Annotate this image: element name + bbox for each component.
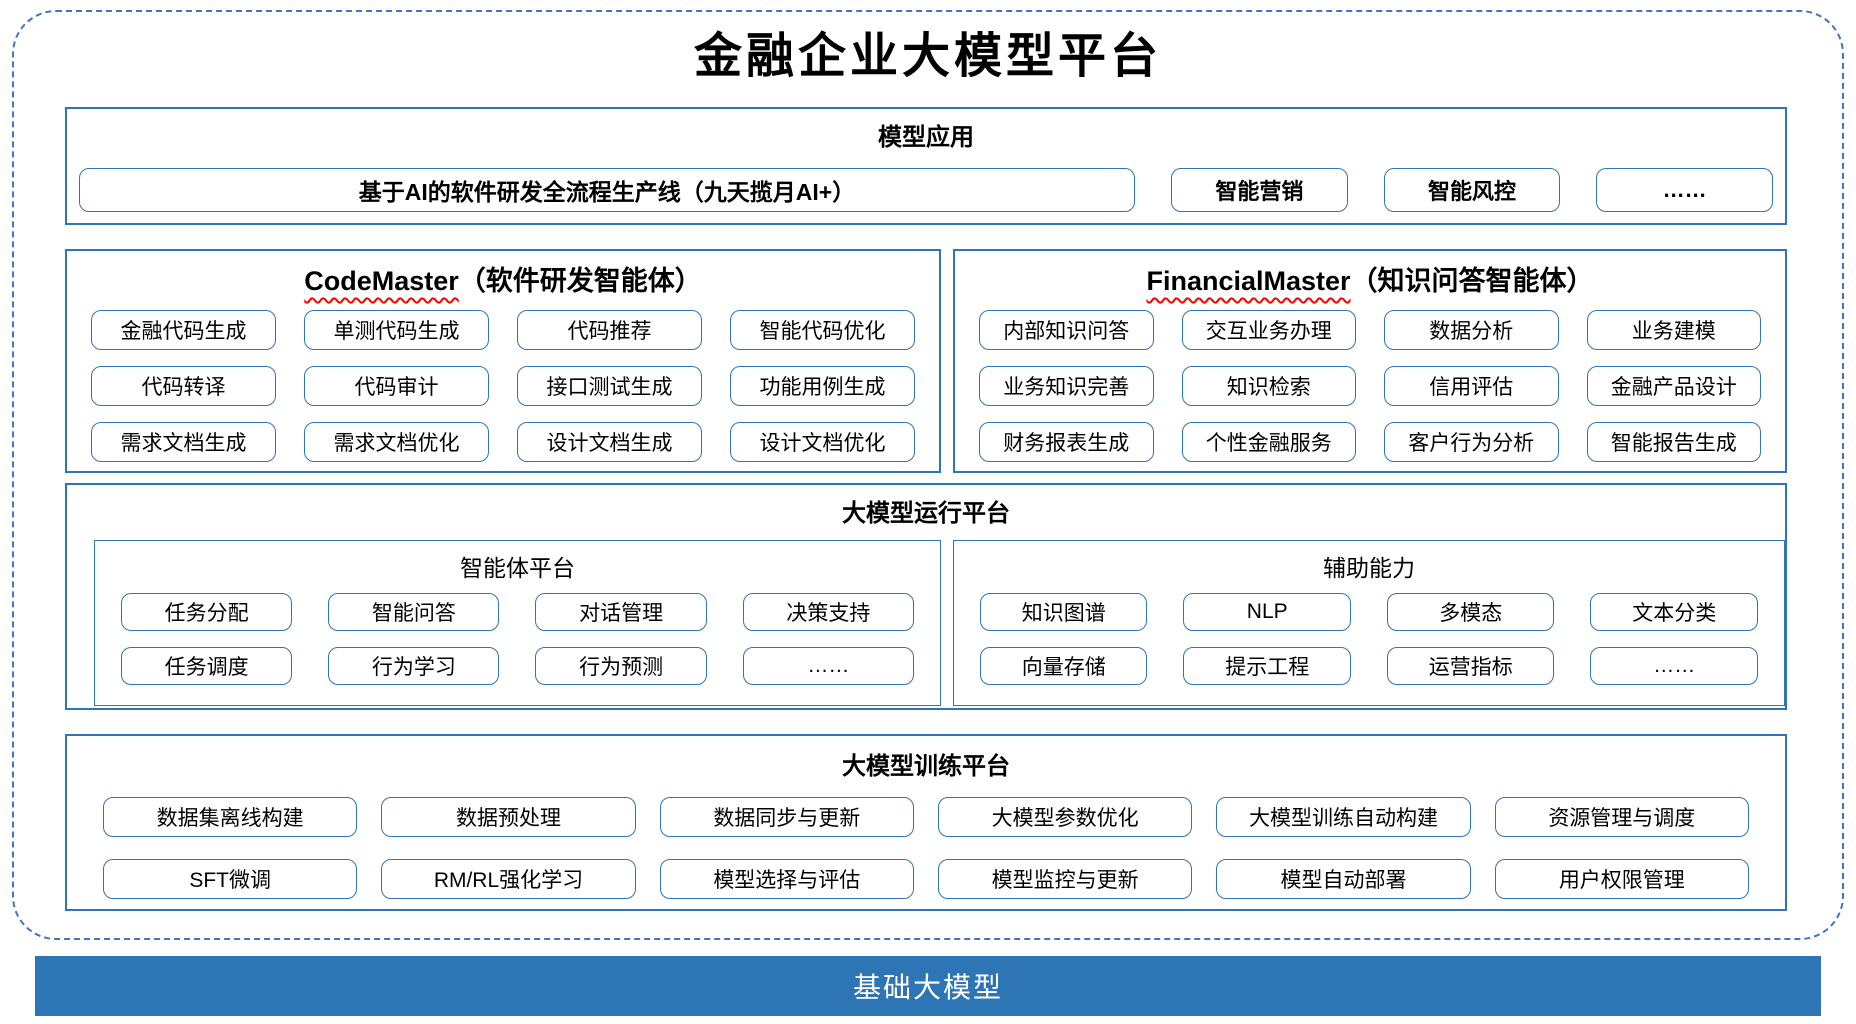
- financialmaster-feature-box: 知识检索: [1181, 366, 1356, 406]
- agent-platform-title: 智能体平台: [459, 555, 575, 581]
- financialmaster-grid: 内部知识问答交互业务办理数据分析业务建模业务知识完善知识检索信用评估金融产品设计…: [955, 310, 1785, 462]
- section-runtime-platform: 大模型运行平台 智能体平台 任务分配智能问答对话管理决策支持任务调度行为学习行为…: [65, 483, 1787, 710]
- financialmaster-feature-box: 客户行为分析: [1384, 422, 1559, 462]
- training-feature-box: 大模型参数优化: [937, 797, 1193, 837]
- agent-platform-feature-box: 行为预测: [535, 647, 707, 685]
- training-feature-box: 用户权限管理: [1494, 859, 1749, 899]
- codemaster-feature-box: 需求文档生成: [91, 422, 276, 462]
- training-feature-box: 模型自动部署: [1216, 859, 1471, 899]
- agent-platform-feature-box: 决策支持: [742, 593, 914, 631]
- training-feature-box: 模型监控与更新: [937, 859, 1193, 899]
- codemaster-title-en: CodeMaster: [304, 266, 459, 296]
- auxiliary-feature-box: 知识图谱: [979, 593, 1148, 631]
- training-feature-box: SFT微调: [103, 859, 358, 899]
- codemaster-feature-box: 设计文档生成: [517, 422, 702, 462]
- auxiliary-feature-box: 提示工程: [1183, 647, 1351, 685]
- section-codemaster: CodeMaster（软件研发智能体） 金融代码生成单测代码生成代码推荐智能代码…: [65, 249, 941, 473]
- financialmaster-feature-box: 业务建模: [1586, 310, 1761, 350]
- agents-row: CodeMaster（软件研发智能体） 金融代码生成单测代码生成代码推荐智能代码…: [65, 249, 1787, 473]
- codemaster-feature-box: 设计文档优化: [730, 422, 915, 462]
- auxiliary-feature-box: 运营指标: [1386, 647, 1555, 685]
- financialmaster-feature-box: 业务知识完善: [979, 366, 1154, 406]
- financialmaster-feature-box: 个性金融服务: [1181, 422, 1356, 462]
- auxiliary-feature-box: 向量存储: [979, 647, 1148, 685]
- group-agent-platform: 智能体平台 任务分配智能问答对话管理决策支持任务调度行为学习行为预测 ……: [94, 540, 941, 706]
- codemaster-feature-box: 智能代码优化: [730, 310, 915, 350]
- foundation-model-bar: 基础大模型: [35, 956, 1821, 1016]
- app-box: ……: [1596, 168, 1774, 212]
- codemaster-title: CodeMaster（软件研发智能体）: [67, 259, 939, 298]
- app-box: 智能营销: [1171, 168, 1348, 212]
- auxiliary-capability-grid: 知识图谱 NLP 多模态文本分类向量存储提示工程运营指标 ……: [954, 593, 1784, 685]
- auxiliary-feature-box: 多模态: [1386, 593, 1555, 631]
- auxiliary-feature-box: 文本分类: [1590, 593, 1758, 631]
- agent-platform-feature-box: 任务调度: [121, 647, 293, 685]
- codemaster-feature-box: 功能用例生成: [730, 366, 915, 406]
- codemaster-feature-box: 接口测试生成: [517, 366, 702, 406]
- training-feature-box: 资源管理与调度: [1494, 797, 1749, 837]
- runtime-groups-row: 智能体平台 任务分配智能问答对话管理决策支持任务调度行为学习行为预测 …… 辅助能…: [94, 540, 1785, 706]
- section-training-platform: 大模型训练平台 数据集离线构建数据预处理数据同步与更新大模型参数优化大模型训练自…: [65, 734, 1787, 911]
- codemaster-feature-box: 代码推荐: [517, 310, 702, 350]
- codemaster-feature-box: 金融代码生成: [91, 310, 276, 350]
- training-feature-box: 数据同步与更新: [659, 797, 914, 837]
- training-feature-box: 数据集离线构建: [103, 797, 358, 837]
- agent-platform-feature-box: 对话管理: [535, 593, 707, 631]
- financialmaster-feature-box: 智能报告生成: [1586, 422, 1761, 462]
- financialmaster-feature-box: 财务报表生成: [979, 422, 1154, 462]
- training-platform-grid: 数据集离线构建数据预处理数据同步与更新大模型参数优化大模型训练自动构建资源管理与…: [67, 797, 1785, 899]
- auxiliary-feature-box: ……: [1590, 647, 1758, 685]
- codemaster-feature-box: 需求文档优化: [304, 422, 489, 462]
- agent-platform-grid: 任务分配智能问答对话管理决策支持任务调度行为学习行为预测 ……: [95, 593, 940, 685]
- app-box-ai-pipeline: 基于AI的软件研发全流程生产线（九天揽月AI+）: [79, 168, 1135, 212]
- financialmaster-title-cn: （知识问答智能体）: [1350, 266, 1594, 296]
- diagram-title: 金融企业大模型平台: [693, 28, 1162, 84]
- financialmaster-feature-box: 交互业务办理: [1181, 310, 1356, 350]
- agent-platform-feature-box: 智能问答: [328, 593, 500, 631]
- codemaster-feature-box: 代码审计: [304, 366, 489, 406]
- agent-platform-feature-box: ……: [742, 647, 914, 685]
- app-box: 智能风控: [1383, 168, 1561, 212]
- diagram-content: 模型应用 基于AI的软件研发全流程生产线（九天揽月AI+） 智能营销智能风控 ………: [65, 107, 1787, 911]
- codemaster-title-cn: （软件研发智能体）: [458, 266, 702, 296]
- training-feature-box: 模型选择与评估: [659, 859, 914, 899]
- training-feature-box: 大模型训练自动构建: [1216, 797, 1471, 837]
- model-applications-row: 基于AI的软件研发全流程生产线（九天揽月AI+） 智能营销智能风控 ……: [67, 168, 1785, 212]
- training-platform-title: 大模型训练平台: [842, 753, 1010, 780]
- foundation-model-label: 基础大模型: [852, 972, 1003, 1003]
- group-auxiliary-capability: 辅助能力 知识图谱 NLP 多模态文本分类向量存储提示工程运营指标 ……: [952, 540, 1785, 706]
- auxiliary-feature-box: NLP: [1183, 593, 1351, 631]
- training-feature-box: 数据预处理: [381, 797, 636, 837]
- codemaster-feature-box: 单测代码生成: [304, 310, 489, 350]
- training-feature-box: RM/RL强化学习: [381, 859, 636, 899]
- auxiliary-capability-title: 辅助能力: [1322, 555, 1415, 581]
- financialmaster-feature-box: 数据分析: [1384, 310, 1559, 350]
- section-financialmaster: FinancialMaster（知识问答智能体） 内部知识问答交互业务办理数据分…: [953, 249, 1787, 473]
- financialmaster-feature-box: 金融产品设计: [1586, 366, 1761, 406]
- financialmaster-feature-box: 信用评估: [1384, 366, 1559, 406]
- agent-platform-feature-box: 行为学习: [328, 647, 500, 685]
- agent-platform-feature-box: 任务分配: [121, 593, 293, 631]
- financialmaster-title: FinancialMaster（知识问答智能体）: [955, 259, 1785, 298]
- codemaster-feature-box: 代码转译: [91, 366, 276, 406]
- section-model-applications: 模型应用 基于AI的软件研发全流程生产线（九天揽月AI+） 智能营销智能风控 ……: [65, 107, 1787, 225]
- financialmaster-feature-box: 内部知识问答: [979, 310, 1154, 350]
- section-model-applications-title: 模型应用: [878, 124, 974, 151]
- financialmaster-title-en: FinancialMaster: [1146, 266, 1351, 296]
- runtime-platform-title: 大模型运行平台: [842, 500, 1010, 527]
- codemaster-grid: 金融代码生成单测代码生成代码推荐智能代码优化代码转译代码审计接口测试生成功能用例…: [67, 310, 939, 462]
